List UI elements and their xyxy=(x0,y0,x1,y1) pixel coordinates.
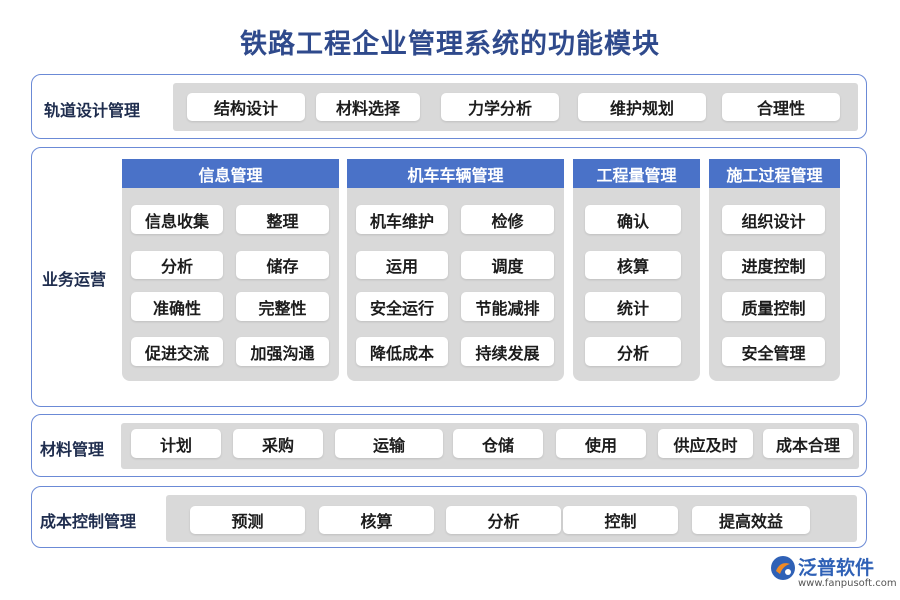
section-track-design: 轨道设计管理 结构设计 材料选择 力学分析 维护规划 合理性 xyxy=(31,74,867,139)
group-header-info-management: 信息管理 xyxy=(122,159,339,188)
cost-item: 提高效益 xyxy=(692,506,810,534)
material-items-strip: 计划 采购 运输 仓储 使用 供应及时 成本合理 xyxy=(121,423,859,469)
material-item: 供应及时 xyxy=(658,429,753,458)
material-item: 仓储 xyxy=(453,429,543,458)
section-label-track-design: 轨道设计管理 xyxy=(44,101,141,120)
material-item: 成本合理 xyxy=(763,429,853,458)
group-item: 加强沟通 xyxy=(236,337,329,366)
material-item: 采购 xyxy=(233,429,323,458)
track-item: 维护规划 xyxy=(578,93,706,121)
group-item: 核算 xyxy=(585,251,681,279)
cost-item: 预测 xyxy=(190,506,305,534)
brand-url: www.fanpusoft.com xyxy=(798,578,897,589)
group-item: 分析 xyxy=(585,337,681,366)
group-item: 安全运行 xyxy=(356,292,448,321)
cost-items-strip: 预测 核算 分析 控制 提高效益 xyxy=(166,495,857,542)
cost-item: 核算 xyxy=(319,506,434,534)
track-item: 材料选择 xyxy=(316,93,420,121)
section-material-management: 材料管理 计划 采购 运输 仓储 使用 供应及时 成本合理 xyxy=(31,414,867,477)
group-quantity-management: 工程量管理 确认 核算 统计 分析 xyxy=(573,159,700,381)
group-item: 质量控制 xyxy=(722,292,825,321)
group-item: 准确性 xyxy=(131,292,223,321)
group-info-management: 信息管理 信息收集 整理 分析 储存 准确性 完整性 促进交流 加强沟通 xyxy=(122,159,339,381)
brand-name: 泛普软件 xyxy=(798,557,875,579)
section-cost-control-management: 成本控制管理 预测 核算 分析 控制 提高效益 xyxy=(31,486,867,548)
group-header-construction-process-management: 施工过程管理 xyxy=(709,159,840,188)
group-item: 完整性 xyxy=(236,292,329,321)
page-title: 铁路工程企业管理系统的功能模块 xyxy=(240,29,660,60)
group-item: 分析 xyxy=(131,251,223,279)
group-item: 持续发展 xyxy=(461,337,554,366)
group-item: 整理 xyxy=(236,205,329,234)
group-item: 调度 xyxy=(461,251,554,279)
brand-logo: 泛普软件 www.fanpusoft.com xyxy=(770,553,897,595)
cost-item: 控制 xyxy=(563,506,678,534)
group-item: 检修 xyxy=(461,205,554,234)
group-item: 运用 xyxy=(356,251,448,279)
group-item: 机车维护 xyxy=(356,205,448,234)
group-item: 组织设计 xyxy=(722,205,825,234)
section-label-material-management: 材料管理 xyxy=(40,440,105,459)
group-item: 进度控制 xyxy=(722,251,825,279)
group-item: 确认 xyxy=(585,205,681,234)
track-item: 结构设计 xyxy=(187,93,305,121)
group-item: 节能减排 xyxy=(461,292,554,321)
group-rolling-stock-management: 机车车辆管理 机车维护 检修 运用 调度 安全运行 节能减排 降低成本 持续发展 xyxy=(347,159,564,381)
material-item: 使用 xyxy=(556,429,646,458)
track-items-strip: 结构设计 材料选择 力学分析 维护规划 合理性 xyxy=(173,83,858,131)
group-item: 降低成本 xyxy=(356,337,448,366)
section-label-business-operation: 业务运营 xyxy=(42,270,107,289)
group-item: 促进交流 xyxy=(131,337,223,366)
section-label-cost-control-management: 成本控制管理 xyxy=(40,512,137,531)
group-construction-process-management: 施工过程管理 组织设计 进度控制 质量控制 安全管理 xyxy=(709,159,840,381)
group-item: 信息收集 xyxy=(131,205,223,234)
group-header-rolling-stock-management: 机车车辆管理 xyxy=(347,159,564,188)
group-item: 储存 xyxy=(236,251,329,279)
material-item: 运输 xyxy=(335,429,443,458)
fanpu-logo-icon xyxy=(771,556,795,580)
group-header-quantity-management: 工程量管理 xyxy=(573,159,700,188)
material-item: 计划 xyxy=(131,429,221,458)
track-item: 合理性 xyxy=(722,93,840,121)
track-item: 力学分析 xyxy=(441,93,559,121)
group-item: 安全管理 xyxy=(722,337,825,366)
group-item: 统计 xyxy=(585,292,681,321)
cost-item: 分析 xyxy=(446,506,561,534)
section-business-operation: 业务运营 信息管理 信息收集 整理 分析 储存 准确性 完整性 促进交流 加强沟… xyxy=(31,147,867,407)
